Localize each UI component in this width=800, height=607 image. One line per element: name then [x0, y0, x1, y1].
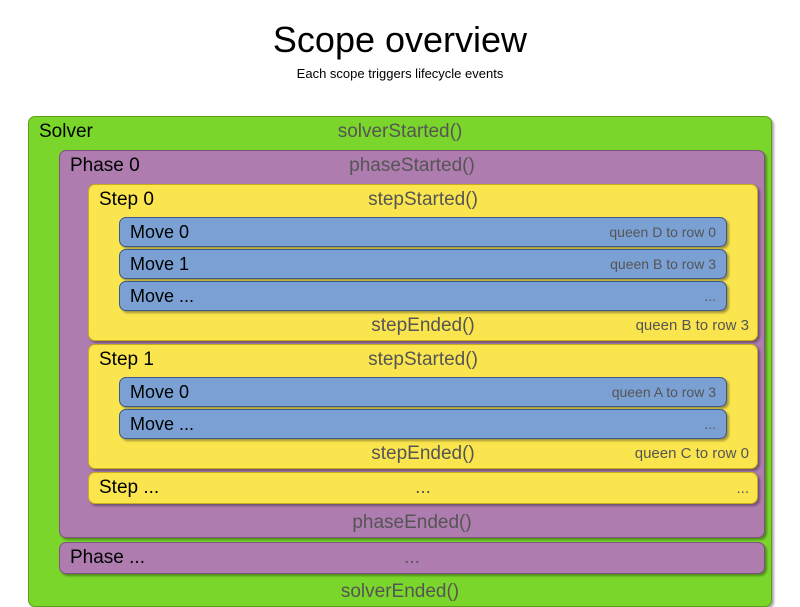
step-ended-detail: queen B to row 3 [635, 317, 749, 334]
move-label: Move 1 [130, 253, 190, 274]
phase-label: Phase ... [70, 547, 145, 568]
step-ellipsis-row: Step ... ... ... [89, 473, 757, 503]
step-started-event: stepStarted() [368, 349, 478, 370]
step-label: Step ... [99, 477, 160, 498]
step-ellipsis-detail: ... [736, 479, 749, 497]
step-header-row: Step 1 stepStarted() [89, 345, 757, 375]
step-ended-detail: queen C to row 0 [634, 445, 749, 462]
move-label: Move 0 [130, 381, 190, 402]
phase-started-event: phaseStarted() [349, 155, 475, 176]
move-detail: queen A to row 3 [611, 384, 716, 400]
move-detail: queen D to row 0 [609, 224, 716, 240]
move-detail: queen B to row 3 [610, 256, 716, 272]
page-title: Scope overview [272, 19, 528, 60]
step-scope-box[interactable]: Step 1 stepStarted() Move 0 queen A to r… [88, 344, 758, 469]
move-row: Move ... ... [120, 282, 726, 310]
step-label: Step 1 [99, 349, 154, 370]
move-scope-box[interactable]: Move 0 queen A to row 3 [119, 377, 727, 407]
move-row: Move 0 queen D to row 0 [120, 218, 726, 246]
step-footer-row: stepEnded() queen C to row 0 [89, 439, 757, 468]
move-row: Move 0 queen A to row 3 [120, 378, 726, 406]
solver-started-event: solverStarted() [337, 121, 463, 142]
solver-header-row: Solver solverStarted() [29, 117, 771, 147]
phase-ended-event: phaseEnded() [352, 511, 472, 533]
step-scope-box[interactable]: Step 0 stepStarted() Move 0 queen D to r… [88, 184, 758, 341]
phase-ellipsis-row: Phase ... ... [60, 543, 764, 573]
move-label: Move ... [130, 285, 195, 306]
solver-label: Solver [39, 121, 93, 142]
move-label: Move 0 [130, 221, 190, 242]
move-label: Move ... [130, 413, 195, 434]
move-scope-box[interactable]: Move 0 queen D to row 0 [119, 217, 727, 247]
solver-scope-box[interactable]: Solver solverStarted() Phase 0 phaseStar… [28, 116, 772, 607]
page-header: Scope overview Each scope triggers lifec… [0, 0, 800, 82]
phase-scope-box-ellipsis[interactable]: Phase ... ... [59, 542, 765, 574]
move-row: Move 1 queen B to row 3 [120, 250, 726, 278]
move-scope-box[interactable]: Move 1 queen B to row 3 [119, 249, 727, 279]
step-footer-row: stepEnded() queen B to row 3 [89, 311, 757, 340]
move-detail: ... [704, 288, 716, 304]
step-started-event: ... [415, 477, 431, 498]
step-header-row: Step 0 stepStarted() [89, 185, 757, 215]
phase-started-event: ... [404, 547, 420, 568]
move-detail: ... [704, 416, 716, 432]
step-started-event: stepStarted() [368, 189, 478, 210]
step-label: Step 0 [99, 189, 154, 210]
scope-diagram: Solver solverStarted() Phase 0 phaseStar… [28, 116, 772, 607]
solver-ended-event: solverEnded() [340, 580, 460, 602]
phase-scope-box[interactable]: Phase 0 phaseStarted() Step 0 stepStarte… [59, 150, 765, 538]
solver-footer-row: solverEnded() [29, 577, 771, 606]
phase-footer-row: phaseEnded() [60, 508, 764, 537]
step-scope-box-ellipsis[interactable]: Step ... ... ... [88, 472, 758, 504]
phase-header-row: Phase 0 phaseStarted() [60, 151, 764, 181]
move-row: Move ... ... [120, 410, 726, 438]
page-subtitle: Each scope triggers lifecycle events [296, 66, 504, 81]
move-scope-box-ellipsis[interactable]: Move ... ... [119, 409, 727, 439]
move-scope-box-ellipsis[interactable]: Move ... ... [119, 281, 727, 311]
phase-label: Phase 0 [70, 155, 140, 176]
